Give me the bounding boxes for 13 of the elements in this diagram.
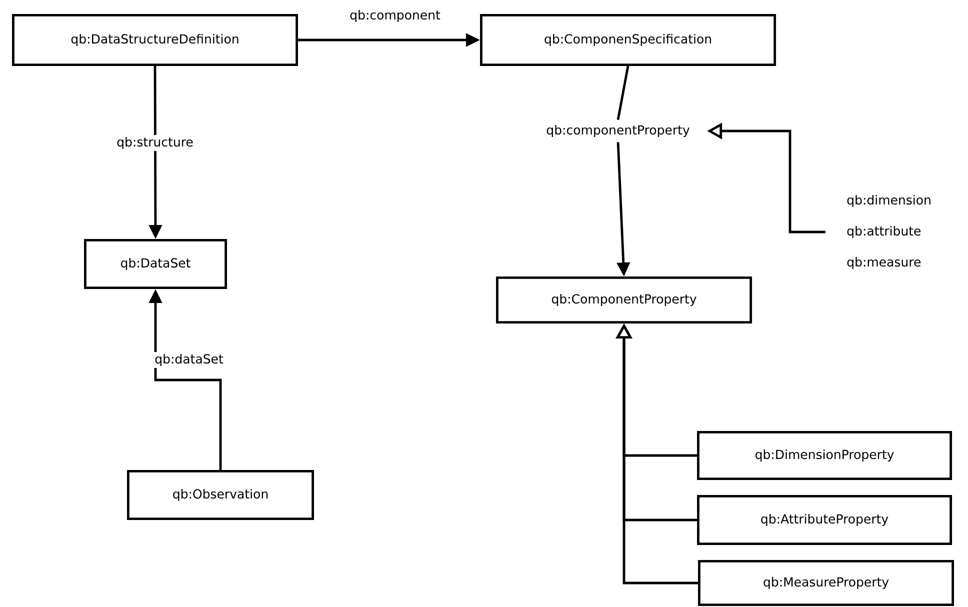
class-box: qb:DataStructureDefinition: [12, 14, 298, 66]
class-box: qb:AttributeProperty: [697, 495, 952, 545]
class-box: qb:Observation: [127, 470, 314, 520]
class-box: qb:MeasureProperty: [698, 560, 954, 606]
edge-label: qb:component: [348, 8, 442, 24]
edge-label: qb:structure: [114, 134, 196, 152]
class-box: qb:DimensionProperty: [697, 431, 952, 480]
class-box: qb:ComponenSpecification: [480, 14, 776, 66]
edge-label: qb:dataSet: [152, 352, 226, 368]
property-list: qb:dimension qb:attribute qb:measure: [847, 194, 930, 270]
class-box: qb:ComponentProperty: [496, 276, 752, 324]
class-box: qb:DataSet: [84, 239, 227, 289]
property-label: qb:componentProperty: [546, 124, 690, 138]
